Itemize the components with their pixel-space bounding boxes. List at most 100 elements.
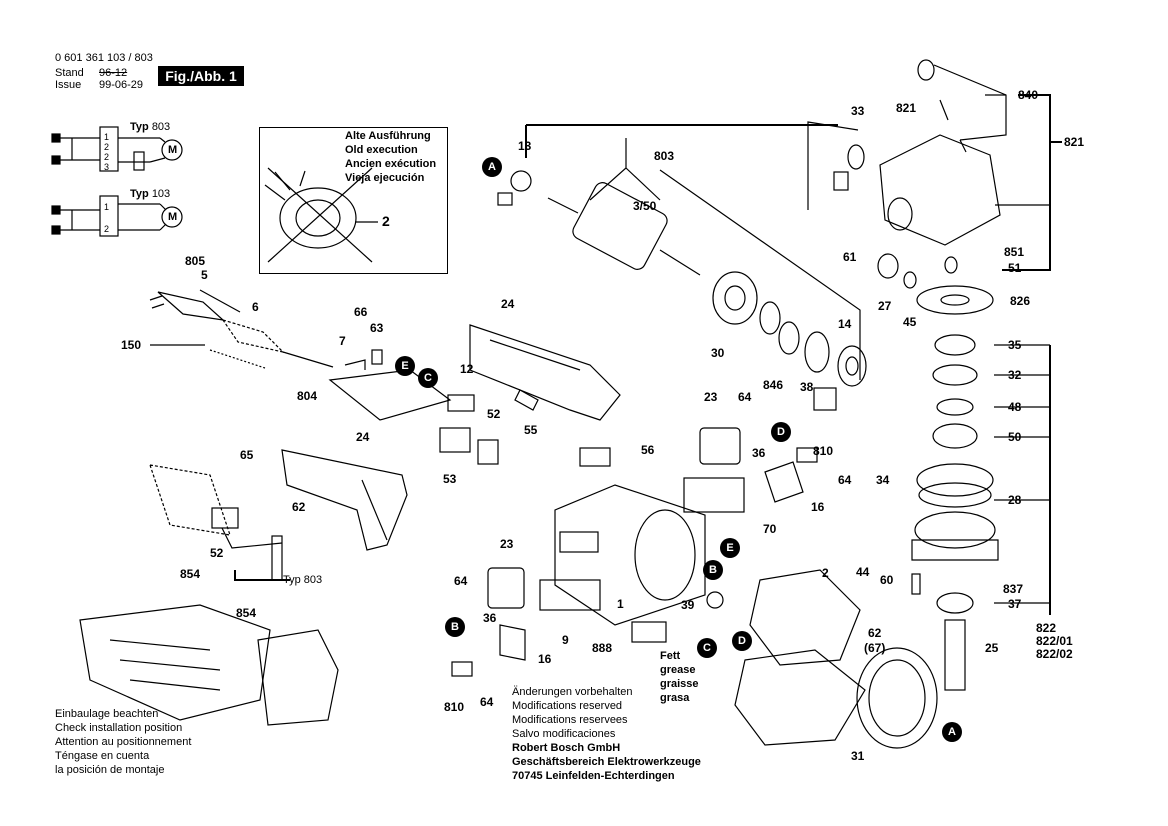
- part-854-cable: 854: [180, 567, 201, 581]
- part-822-02: 822/02: [1036, 647, 1073, 661]
- old-execution-box: [259, 127, 448, 274]
- part-31: 31: [851, 749, 865, 763]
- handle-housing-top: [469, 324, 621, 421]
- handle-housing-bottom: [281, 449, 408, 551]
- part-70: 70: [763, 522, 777, 536]
- marker-b-coil: B: [703, 560, 723, 580]
- part-821-top: 821: [896, 101, 917, 115]
- part-846: 846: [763, 378, 784, 392]
- stand-label: Stand: [55, 67, 84, 79]
- brush-plates: [451, 447, 818, 677]
- part-65: 65: [240, 448, 254, 462]
- part-39: 39: [681, 598, 695, 612]
- typ-803-label: Typ 803: [130, 121, 171, 133]
- part-837: 837: [1003, 582, 1024, 596]
- motor-symbol-803: M: [168, 144, 178, 156]
- spindle-stack: [877, 253, 999, 691]
- part-9: 9: [562, 633, 569, 647]
- part-28: 28: [1008, 493, 1022, 507]
- terminal-3: 3: [104, 162, 110, 172]
- terminal-2: 2: [104, 142, 110, 152]
- part-851: 851: [1004, 245, 1025, 259]
- old-execution-stator: [264, 167, 378, 263]
- modifications-note: Änderungen vorbehalten Modifications res…: [512, 686, 633, 740]
- part-52-top: 52: [487, 407, 501, 421]
- marker-c-switch: C: [418, 368, 438, 388]
- part-16-top: 16: [811, 500, 825, 514]
- marker-d-brush: D: [771, 422, 791, 442]
- part-56: 56: [641, 443, 655, 457]
- part-33: 33: [851, 104, 865, 118]
- part-24-top: 24: [501, 297, 515, 311]
- marker-d-coil: D: [732, 631, 752, 651]
- part-66: 66: [354, 305, 368, 319]
- part-5: 5: [201, 268, 208, 282]
- circuit-typ103: [51, 195, 183, 237]
- old-execution-text: Alte Ausführung Old execution Ancien exé…: [345, 130, 437, 184]
- part-14: 14: [838, 317, 852, 331]
- grease-note: Fett grease graisse grasa: [660, 650, 699, 704]
- leader-lines: [150, 64, 1062, 615]
- marker-b-brush: B: [445, 617, 465, 637]
- part-810-top: 810: [813, 444, 834, 458]
- switch-detail: [149, 464, 283, 581]
- motor-symbol-103: M: [168, 211, 178, 223]
- part-25: 25: [985, 641, 999, 655]
- part-34: 34: [876, 473, 890, 487]
- part-64-bottom: 64: [480, 695, 494, 709]
- field-coils: [706, 569, 938, 749]
- plug-and-cable: [149, 291, 334, 369]
- part-50: 50: [1008, 430, 1022, 444]
- part-62-right: 62: [868, 626, 882, 640]
- gear-head: [833, 59, 1001, 246]
- marker-e-switch: E: [395, 356, 415, 376]
- part-3-50: 3/50: [633, 199, 657, 213]
- part-150: 150: [121, 338, 142, 352]
- part-822: 822: [1036, 621, 1057, 635]
- part-854-install: 854: [236, 606, 257, 620]
- part-6: 6: [252, 300, 259, 314]
- part-23-bottom: 23: [500, 537, 514, 551]
- terminal-103-2: 2: [104, 224, 110, 234]
- part-13: 13: [518, 139, 532, 153]
- part-38: 38: [800, 380, 814, 394]
- terminal-103-1: 1: [104, 202, 110, 212]
- armature: [497, 170, 701, 276]
- part-30: 30: [711, 346, 725, 360]
- marker-e-coil: E: [720, 538, 740, 558]
- part-60: 60: [880, 573, 894, 587]
- part-55: 55: [524, 423, 538, 437]
- part-44: 44: [856, 565, 870, 579]
- part-810-bottom: 810: [444, 700, 465, 714]
- terminal-1: 1: [104, 132, 110, 142]
- bearing-rings: [712, 271, 867, 411]
- part-48: 48: [1008, 400, 1022, 414]
- part-62-left: 62: [292, 500, 306, 514]
- part-7: 7: [339, 334, 346, 348]
- part-2: 2: [822, 566, 829, 580]
- part-64-right: 64: [838, 473, 852, 487]
- part-821-group: 821: [1064, 135, 1085, 149]
- part-23-top: 23: [704, 390, 718, 404]
- circuit-typ803: [51, 126, 183, 172]
- marker-c-coil: C: [697, 638, 717, 658]
- part-45: 45: [903, 315, 917, 329]
- part-61: 61: [843, 250, 857, 264]
- part-822-01: 822/01: [1036, 634, 1073, 648]
- part-64-top: 64: [738, 390, 752, 404]
- terminal-2b: 2: [104, 152, 110, 162]
- stand-old-date: 96-12: [99, 67, 128, 79]
- marker-a-ring: A: [942, 722, 962, 742]
- document-number: 0 601 361 103 / 803: [55, 52, 153, 64]
- part-805: 805: [185, 254, 206, 268]
- company-address: Robert Bosch GmbH Geschäftsbereich Elekt…: [512, 742, 701, 782]
- installation-view: [79, 604, 339, 726]
- motor-housing: [554, 427, 745, 626]
- typ-103-label: Typ 103: [130, 188, 171, 200]
- part-51: 51: [1008, 261, 1022, 275]
- switch-assembly: [328, 349, 539, 465]
- part-36-bottom: 36: [483, 611, 497, 625]
- part-16-bottom: 16: [538, 652, 552, 666]
- part-37: 37: [1008, 597, 1022, 611]
- part-24-bottom: 24: [356, 430, 370, 444]
